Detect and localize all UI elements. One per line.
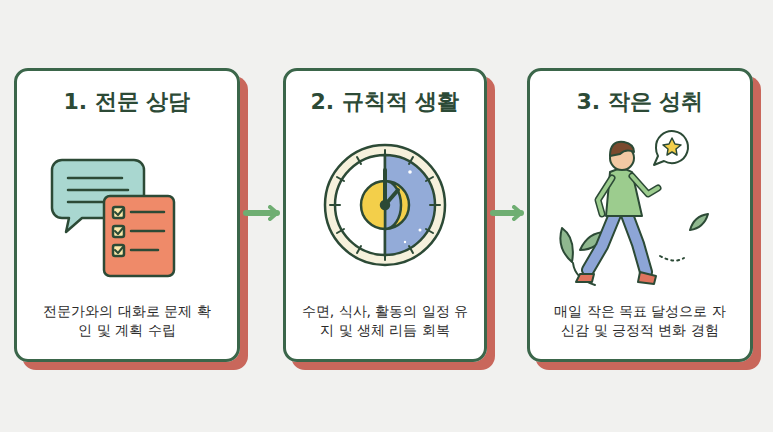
- step-card: 2. 규칙적 생활수면, 식사, 활동의 일정 유지 및 생체 리듬 회복: [283, 68, 487, 362]
- day-night-clock: [325, 145, 445, 265]
- step-title: 3. 작은 성취: [577, 87, 704, 117]
- flow-arrow: [493, 210, 521, 216]
- chat-checklist-icon: [52, 160, 174, 276]
- step-card: 3. 작은 성취매일 작은 목표 달성으로 자신감 및 긍정적 변화 경험: [527, 68, 753, 362]
- step-description: 전문가와의 대화로 문제 확인 및 계획 수립: [37, 302, 217, 341]
- step-card: 1. 전문 상담전문가와의 대화로 문제 확인 및 계획 수립: [14, 68, 240, 362]
- step-description: 매일 작은 목표 달성으로 자신감 및 긍정적 변화 경험: [550, 302, 730, 341]
- walking-person: [560, 131, 708, 285]
- flow-arrow: [246, 210, 277, 216]
- step-title: 1. 전문 상담: [64, 87, 191, 117]
- step-description: 수면, 식사, 활동의 일정 유지 및 생체 리듬 회복: [296, 302, 474, 341]
- step-title: 2. 규칙적 생활: [311, 87, 460, 117]
- card-fills: [14, 68, 753, 362]
